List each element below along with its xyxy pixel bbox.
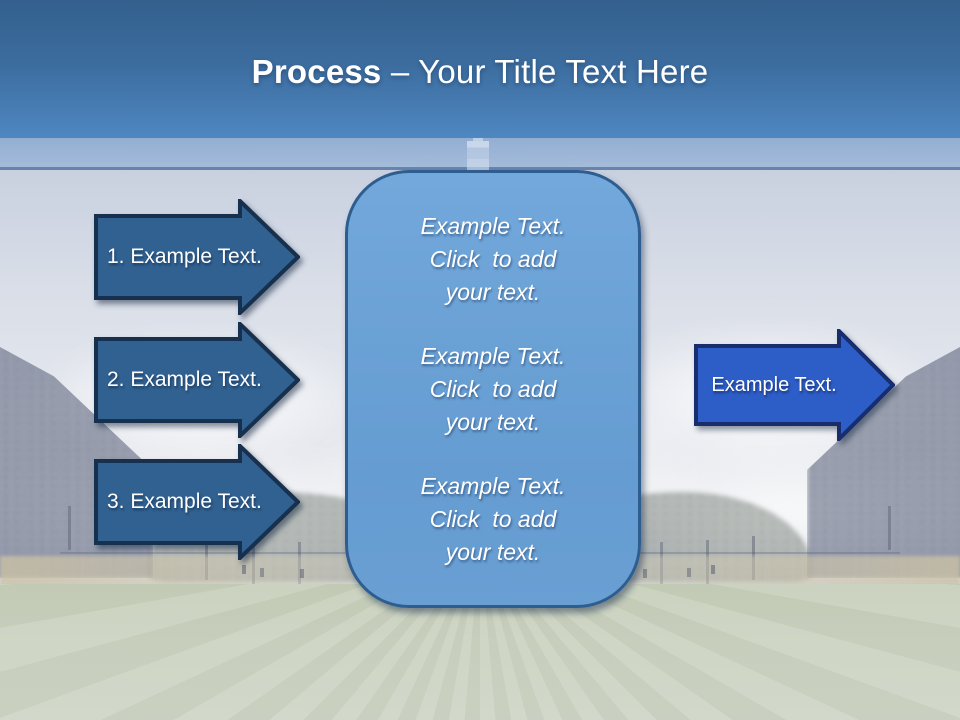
result-arrow-shape	[694, 329, 895, 441]
text-line: Click to add	[429, 375, 557, 402]
step-arrow-label: 3. Example Text.	[107, 490, 262, 513]
result-arrow[interactable]: Example Text.	[694, 329, 895, 441]
slide-title-keyword: Process	[251, 53, 382, 90]
title-band: Process – Your Title Text Here	[0, 0, 960, 138]
step-arrow-label: 1. Example Text.	[107, 245, 262, 268]
text-line: Example Text.	[420, 212, 566, 239]
walking-people	[0, 566, 2, 573]
result-arrow-label: Example Text.	[711, 373, 837, 396]
text-line: Example Text.	[420, 342, 566, 369]
step-arrow-3[interactable]: 3. Example Text.	[94, 444, 300, 560]
slide-title-rest: – Your Title Text Here	[381, 53, 709, 90]
text-line: Example Text.	[420, 472, 566, 499]
text-block-3: Example Text. Click to add your text.	[348, 470, 638, 569]
center-text-box[interactable]: Example Text. Click to add your text. Ex…	[345, 170, 641, 608]
step-arrow-shape	[94, 444, 300, 560]
text-line: your text.	[445, 278, 541, 305]
text-line: Click to add	[429, 245, 557, 272]
step-arrow-label: 2. Example Text.	[107, 368, 262, 391]
step-arrow-shape	[94, 199, 300, 315]
text-line: Click to add	[429, 505, 557, 532]
step-arrow-1[interactable]: 1. Example Text.	[94, 199, 300, 315]
text-block-2: Example Text. Click to add your text.	[348, 340, 638, 439]
text-line: your text.	[445, 408, 541, 435]
clock-tower-silhouette	[467, 134, 489, 171]
text-block-1: Example Text. Click to add your text.	[348, 210, 638, 309]
text-line: your text.	[445, 538, 541, 565]
slide-title: Process – Your Title Text Here	[252, 47, 709, 91]
step-arrow-shape	[94, 322, 300, 438]
step-arrow-2[interactable]: 2. Example Text.	[94, 322, 300, 438]
